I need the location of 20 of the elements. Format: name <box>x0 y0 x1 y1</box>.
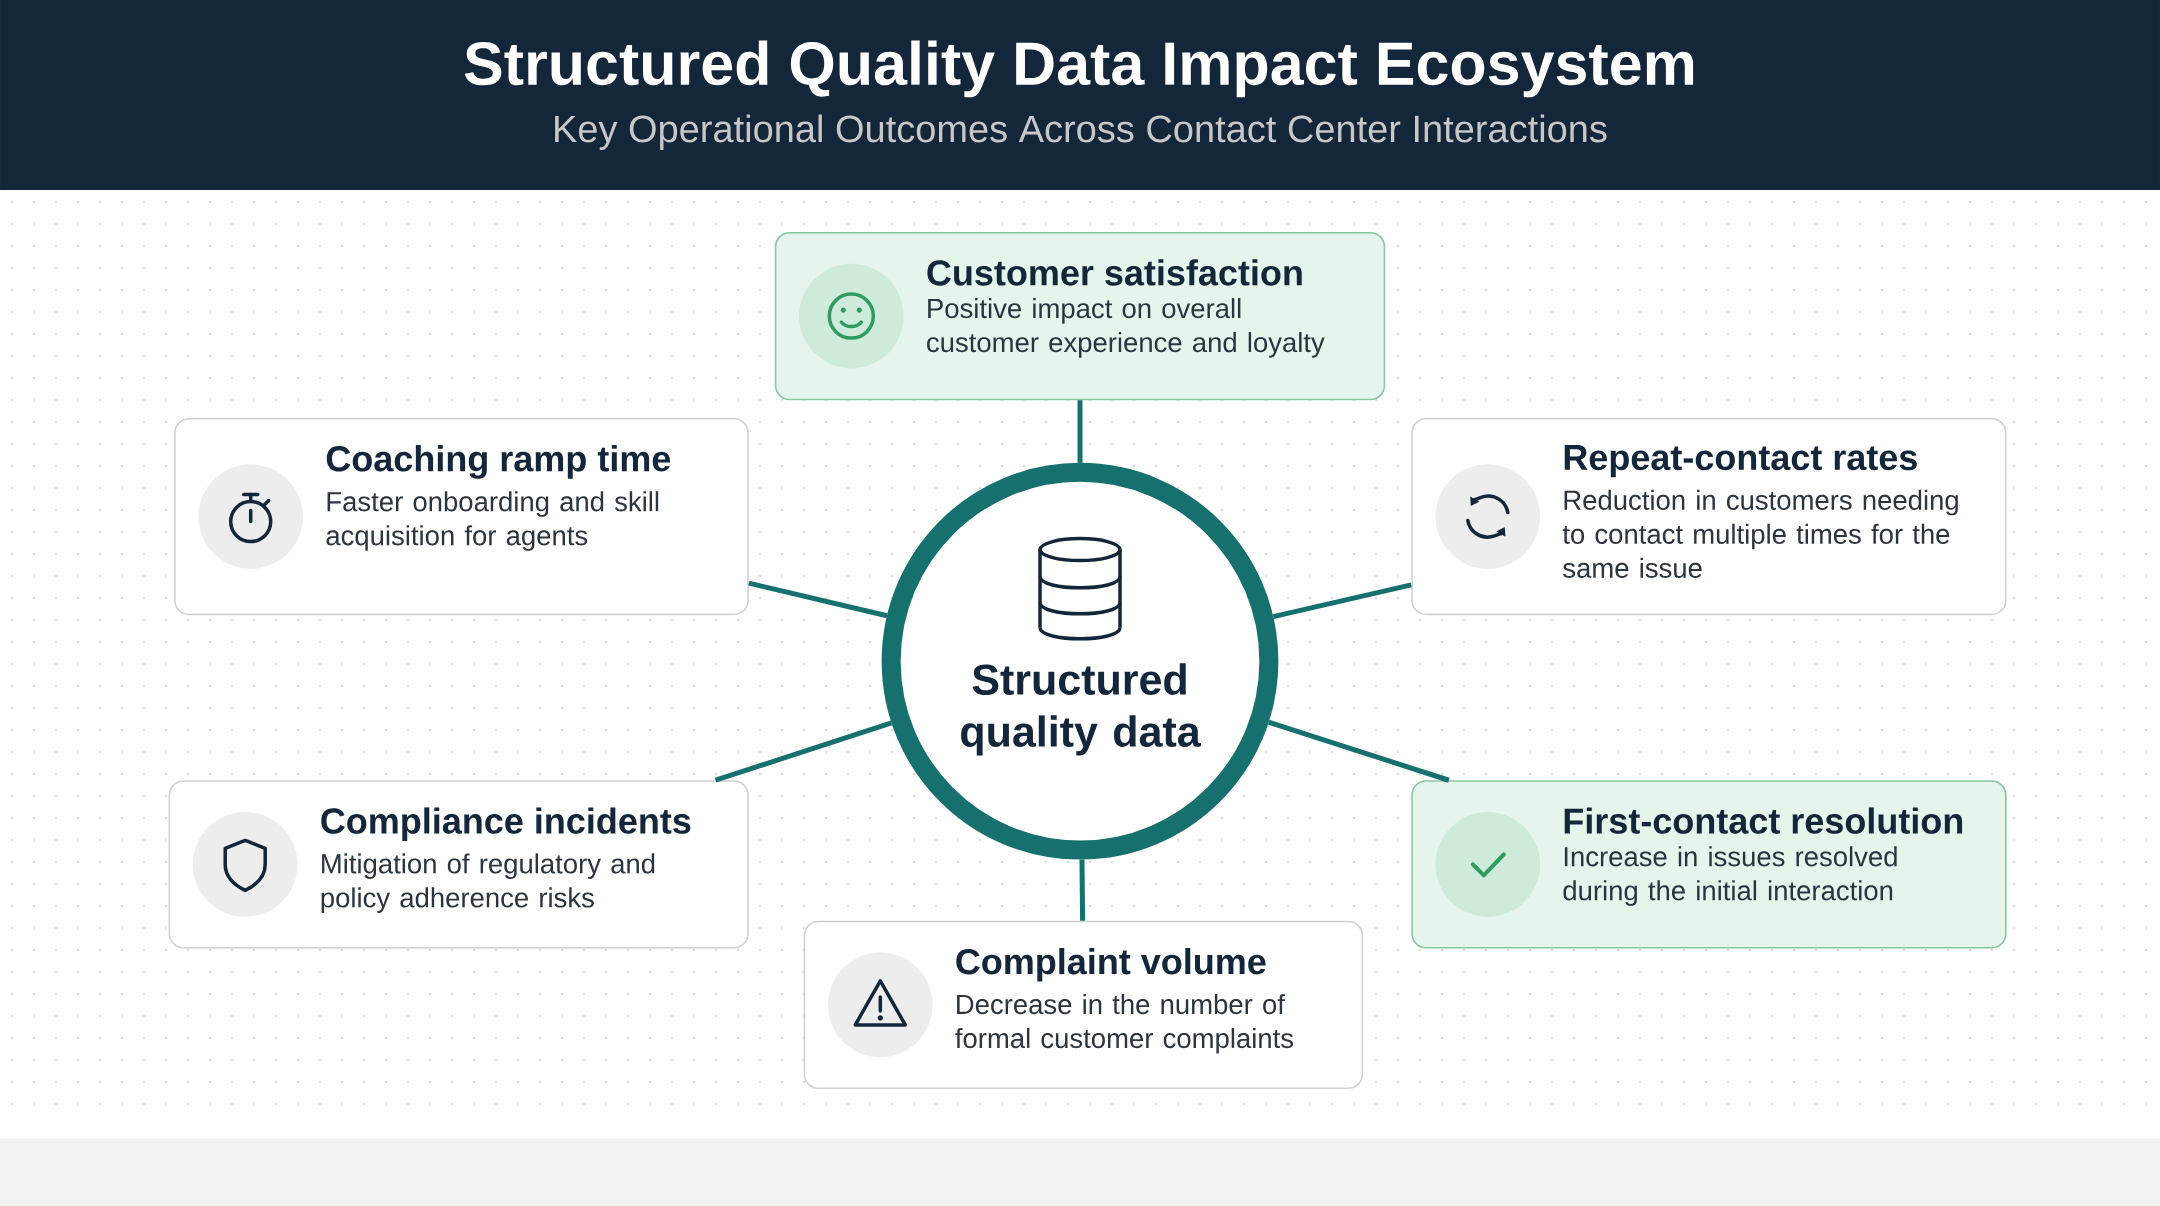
card-title: First-contact resolution <box>1564 807 1963 834</box>
card-title: Coaching ramp time <box>326 445 671 479</box>
card-title: Customer satisfaction <box>927 259 1302 286</box>
title: Structured Quality Data Impact Ecosystem <box>464 40 1694 98</box>
card-description: Mitigation of regulatory and policy adherence risks <box>321 853 655 913</box>
connector-line <box>1272 582 1412 620</box>
card-description: Reduction in customers needing to contact multiple times for the same issue <box>1562 489 1958 578</box>
card-title: Complaint volume <box>956 948 1266 982</box>
connector-line <box>1077 400 1083 463</box>
card-title: Compliance incidents <box>321 807 691 841</box>
connector-line <box>748 580 888 619</box>
card-description: Decrease in the number of formal customer complaints <box>955 993 1293 1054</box>
card-title: Repeat-contact rates <box>1564 445 1917 478</box>
card-description: Increase in issues resolved during the initial interaction <box>1563 846 1897 906</box>
connector-line <box>1079 859 1086 921</box>
card-description: Faster onboarding and skill acquisition for agents <box>326 491 659 551</box>
subtitle: Key Operational Outcomes Across Contact Center Interactions <box>555 114 1607 150</box>
connector-line <box>714 720 893 783</box>
card-description: Positive impact on overall customer experience and loyalty <box>927 298 1325 358</box>
connector-line <box>1268 719 1450 783</box>
